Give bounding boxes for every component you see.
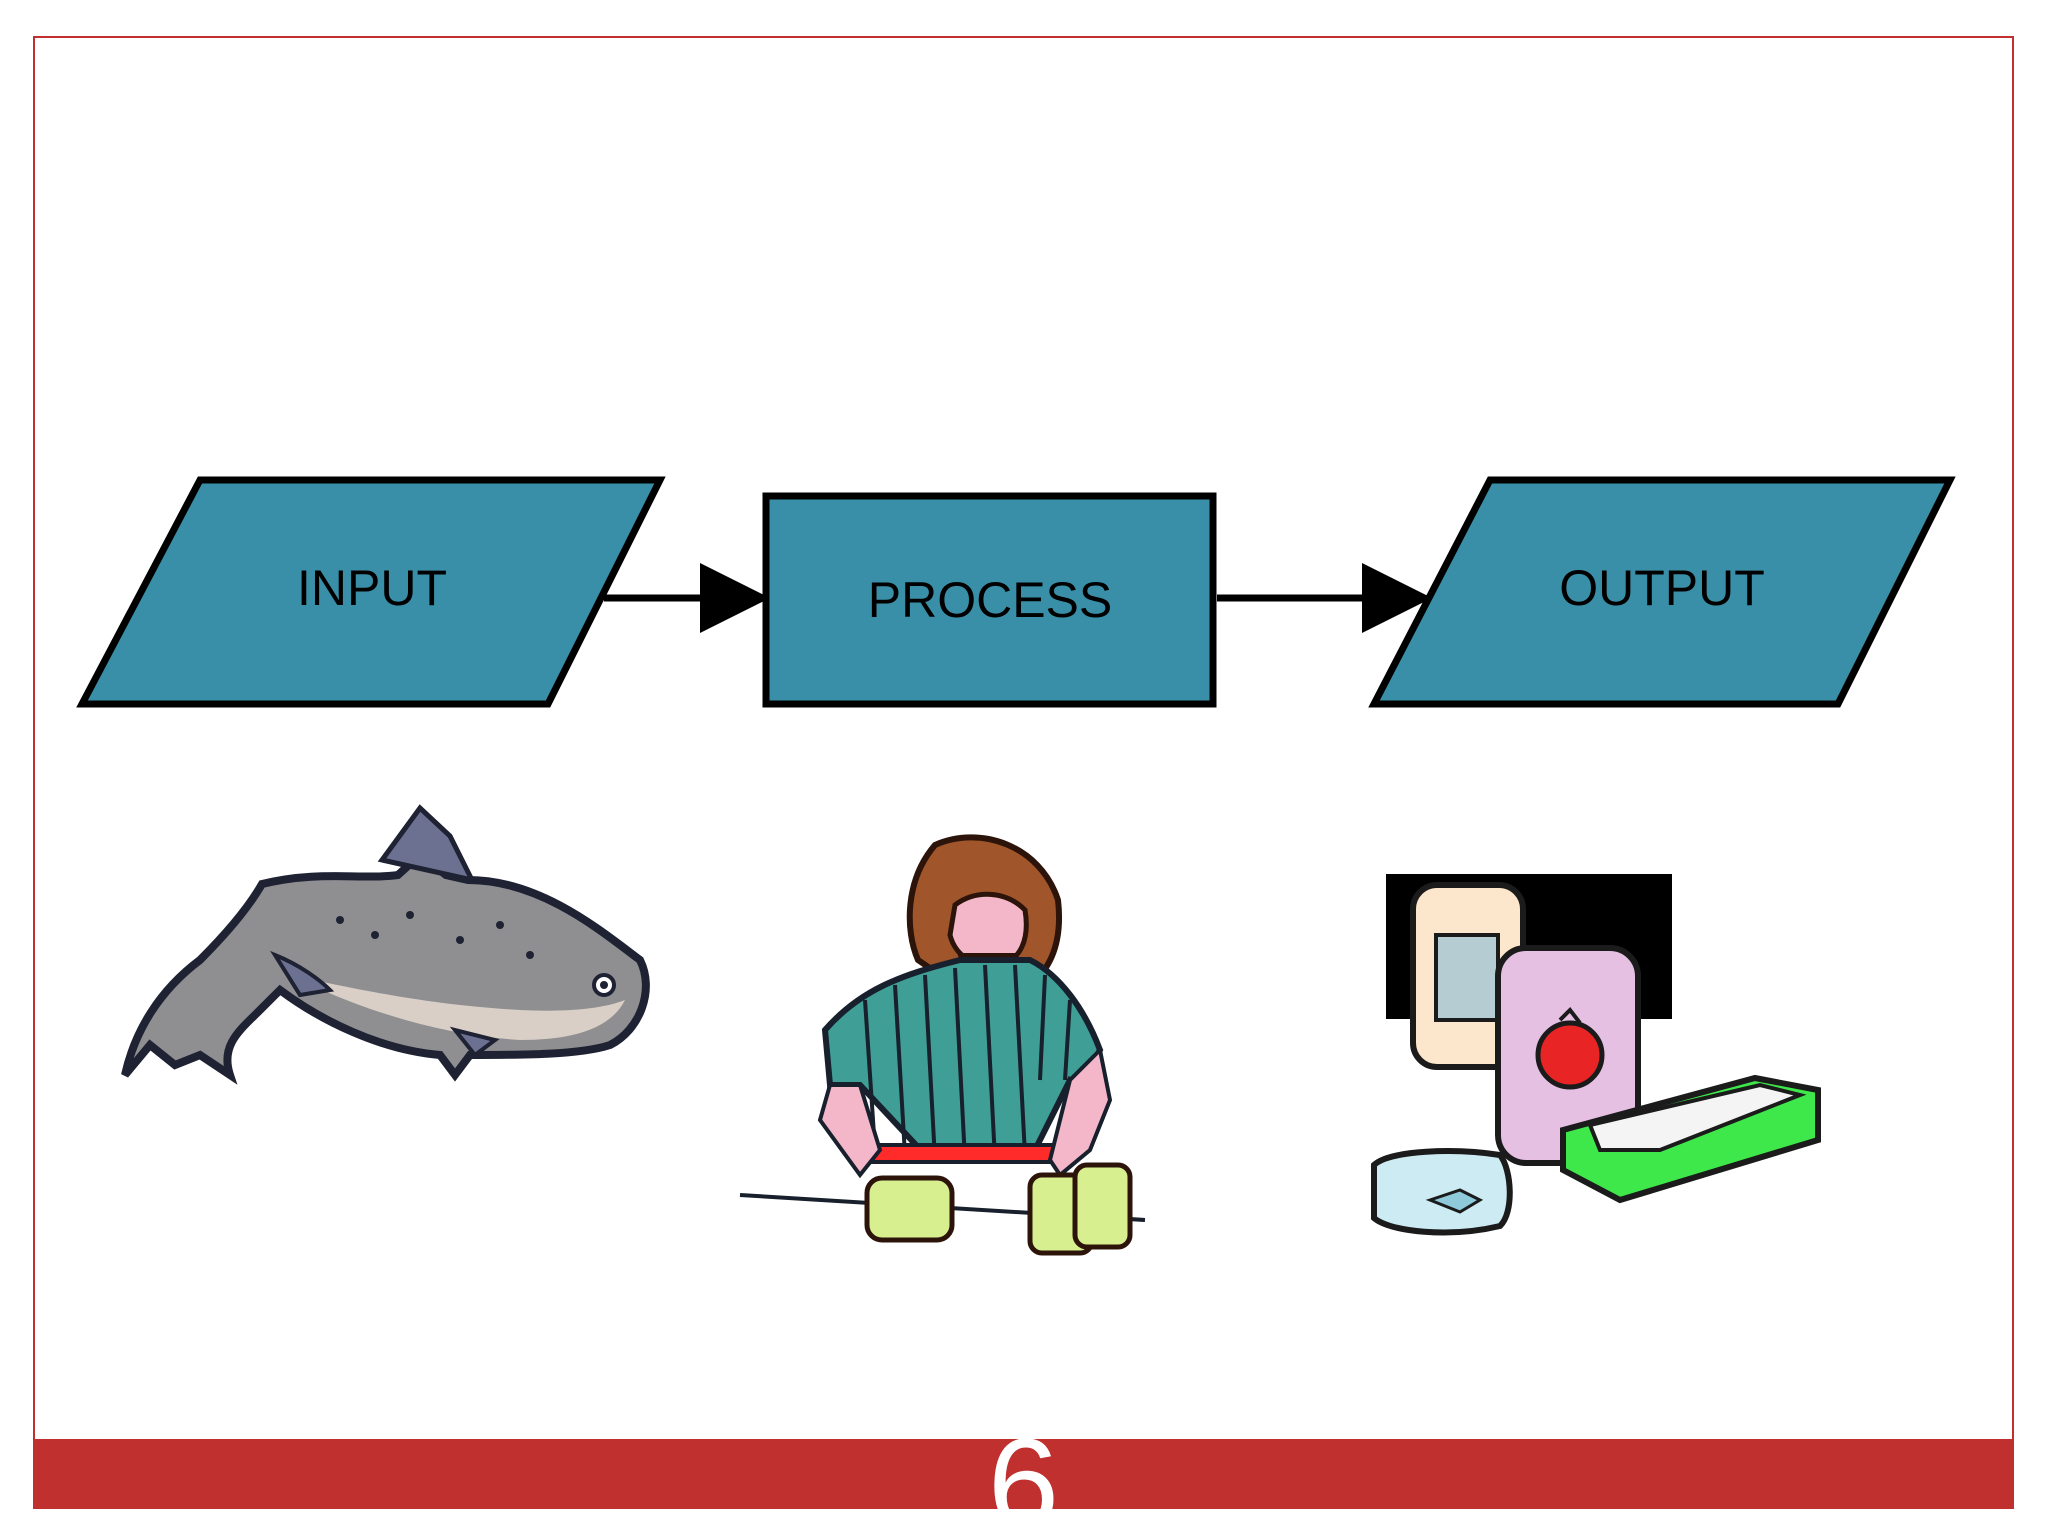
input-label: INPUT: [297, 560, 447, 616]
input-shape: [76, 476, 666, 708]
flow-diagram: INPUT PROCESS OUTPUT: [76, 476, 1956, 1256]
process-shape: [762, 492, 1217, 708]
input-node: INPUT: [76, 476, 666, 708]
output-label: OUTPUT: [1559, 560, 1765, 616]
jar-illustration: [864, 1162, 1133, 1256]
footer-bar: 6: [33, 1439, 2014, 1509]
output-node: OUTPUT: [1368, 476, 1956, 708]
process-node: PROCESS: [762, 492, 1217, 708]
process-label: PROCESS: [868, 572, 1113, 628]
output-shape: [1368, 476, 1956, 708]
canned-goods-illustration: [1371, 874, 1821, 1236]
fish-illustration: [121, 804, 650, 1085]
slide-frame: [33, 36, 2014, 1508]
page-number: 6: [33, 1439, 2014, 1509]
woman-canning-illustration: [739, 834, 1146, 1256]
